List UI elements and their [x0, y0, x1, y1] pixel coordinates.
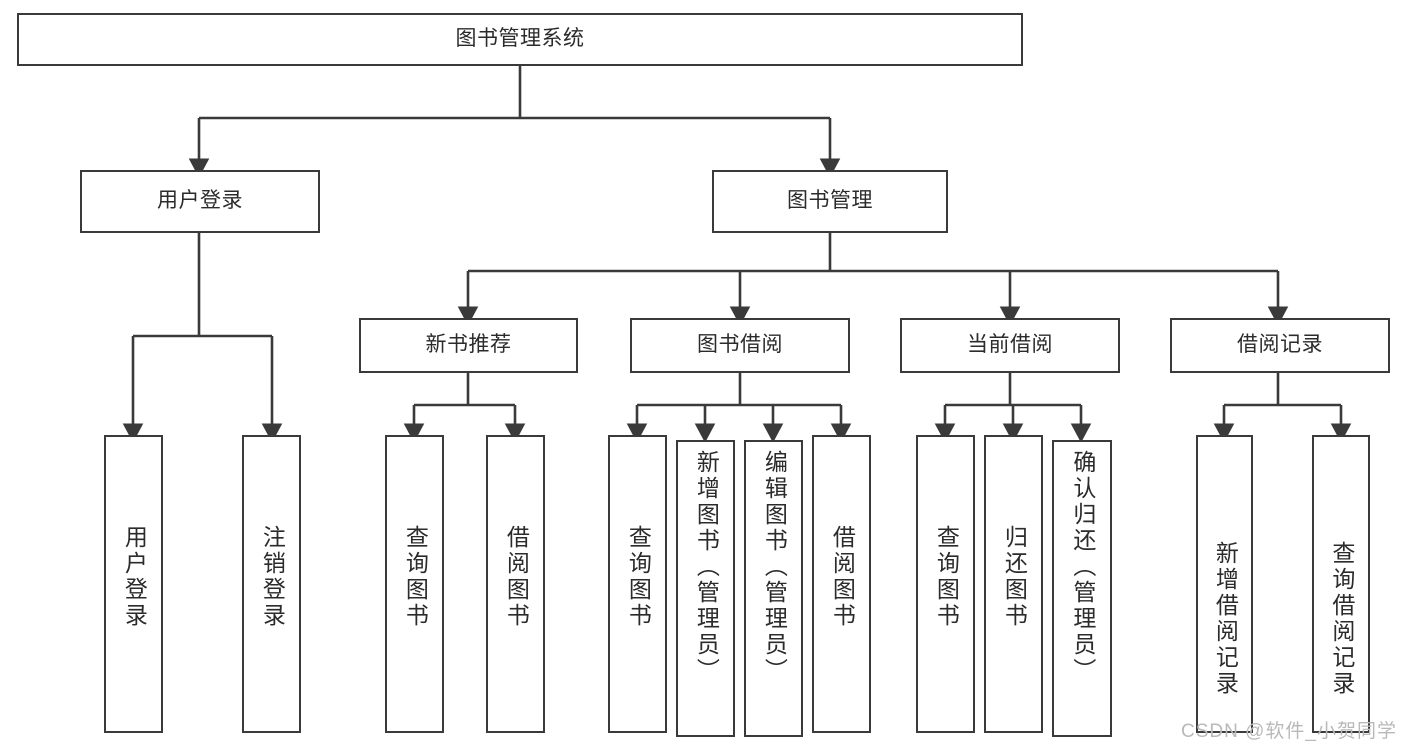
leaf-label: 查询图书: [625, 525, 652, 629]
leaf-label: 查询图书: [933, 525, 960, 629]
leaf-label: 用户登录: [121, 525, 148, 629]
leaf-new-book-query[interactable]: 查询图书: [385, 435, 444, 733]
node-label: 图书借阅: [697, 333, 783, 357]
leaf-current-return-book[interactable]: 归还图书: [984, 435, 1043, 733]
leaf-user-login-logout[interactable]: 注销登录: [242, 435, 301, 733]
leaf-borrow-query-book[interactable]: 查询图书: [608, 435, 667, 733]
leaf-new-book-borrow[interactable]: 借阅图书: [486, 435, 545, 733]
node-book-borrow[interactable]: 图书借阅: [630, 318, 850, 373]
leaf-label: 借阅图书: [829, 525, 856, 629]
node-label: 当前借阅: [967, 333, 1053, 357]
leaf-label: 查询图书: [402, 525, 429, 629]
leaf-user-login-login[interactable]: 用户登录: [104, 435, 163, 733]
node-current-borrow[interactable]: 当前借阅: [900, 318, 1120, 373]
leaf-record-query[interactable]: 查询借阅记录: [1312, 435, 1370, 733]
leaf-label: 借阅图书: [503, 525, 530, 629]
node-label: 图书管理: [787, 189, 873, 213]
leaf-current-confirm-return-admin[interactable]: 确认归还（管理员）: [1052, 440, 1112, 737]
node-root-system[interactable]: 图书管理系统: [17, 13, 1023, 66]
node-label: 图书管理系统: [455, 27, 585, 51]
leaf-label: 新增借阅记录: [1212, 541, 1239, 697]
leaf-borrow-add-book-admin[interactable]: 新增图书（管理员）: [676, 440, 735, 737]
leaf-borrow-edit-book-admin[interactable]: 编辑图书（管理员）: [744, 440, 803, 737]
node-borrow-record[interactable]: 借阅记录: [1170, 318, 1390, 373]
leaf-label: 查询借阅记录: [1328, 541, 1355, 697]
leaf-current-query-book[interactable]: 查询图书: [916, 435, 975, 733]
leaf-record-add[interactable]: 新增借阅记录: [1196, 435, 1253, 733]
node-user-login[interactable]: 用户登录: [80, 170, 320, 233]
leaf-label: 编辑图书（管理员）: [761, 450, 788, 684]
leaf-label: 注销登录: [259, 525, 286, 629]
leaf-label: 归还图书: [1001, 525, 1028, 629]
node-label: 用户登录: [157, 189, 243, 213]
leaf-borrow-borrow-book[interactable]: 借阅图书: [812, 435, 871, 733]
node-new-book-recommend[interactable]: 新书推荐: [359, 318, 578, 373]
node-label: 借阅记录: [1237, 333, 1323, 357]
leaf-label: 新增图书（管理员）: [693, 450, 720, 684]
node-book-management[interactable]: 图书管理: [712, 170, 948, 233]
leaf-label: 确认归还（管理员）: [1069, 450, 1096, 684]
node-label: 新书推荐: [425, 333, 512, 357]
